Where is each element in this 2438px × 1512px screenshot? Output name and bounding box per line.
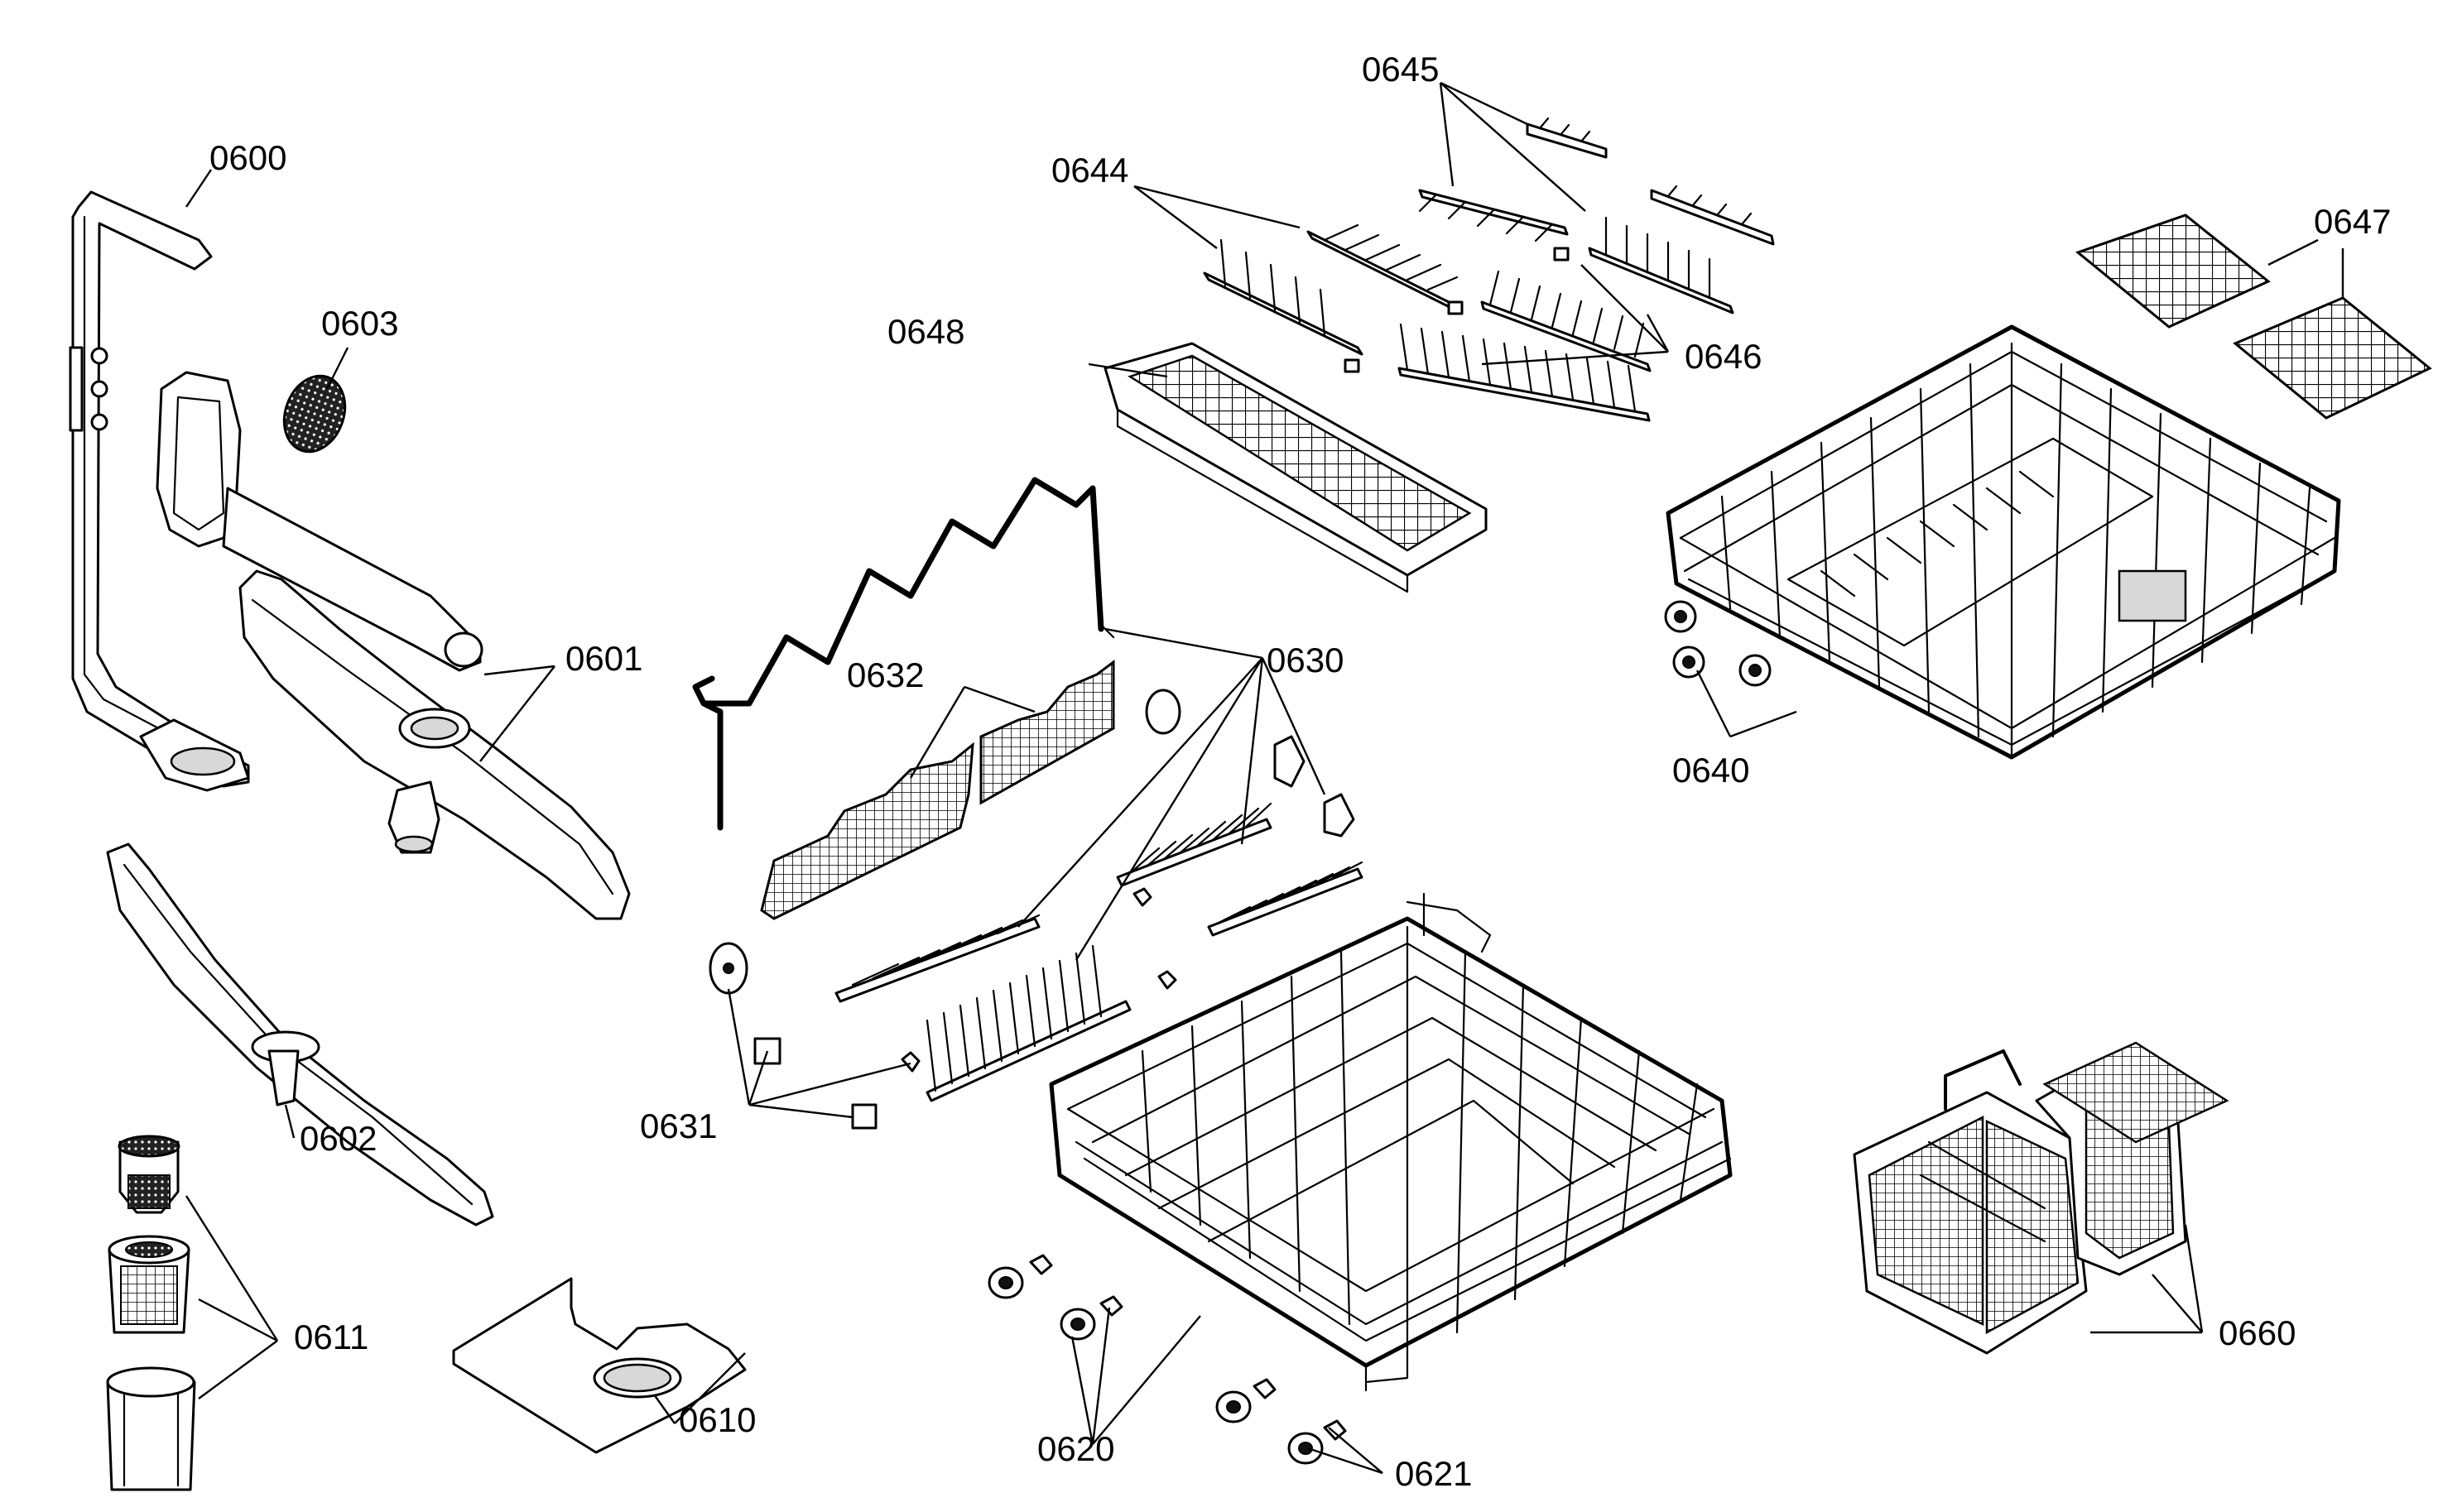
part-0611-filter-set — [106, 1135, 196, 1491]
part-0601-upper-spray-arm — [156, 371, 631, 920]
part-0602-lower-spray-arm — [106, 842, 494, 1226]
label-0647: 0647 — [2314, 202, 2391, 241]
label-0620: 0620 — [1037, 1429, 1114, 1468]
wheels-0620 — [988, 1254, 1347, 1465]
tine-row-d — [1207, 861, 1363, 937]
label-0646: 0646 — [1685, 337, 1762, 376]
label-0660: 0660 — [2219, 1313, 2296, 1352]
part-0603-spray-nozzle — [282, 374, 347, 454]
part-0630-rack-wire-and-tines — [692, 477, 1363, 1102]
leader-lines — [185, 81, 2344, 1475]
tine-row-b — [926, 944, 1132, 1102]
part-0620-lower-basket — [988, 892, 1733, 1465]
tine-row-a — [834, 914, 1041, 1003]
label-0610: 0610 — [679, 1400, 756, 1439]
label-0603: 0603 — [321, 304, 398, 343]
label-0644: 0644 — [1051, 151, 1128, 190]
part-0644-tine-rows — [1203, 223, 1463, 356]
part-0646-tine-rows-and-clips — [1344, 247, 1652, 422]
part-0632-cup-racks — [760, 660, 1115, 920]
part-0610-base-plate — [452, 1277, 747, 1454]
tine-row-c — [1116, 802, 1272, 887]
part-0631-clips — [709, 887, 1177, 1130]
label-0640: 0640 — [1672, 751, 1749, 790]
label-0601: 0601 — [565, 639, 642, 678]
part-0645-tine-rows — [1418, 117, 1775, 314]
label-0621: 0621 — [1395, 1454, 1472, 1493]
part-0648-cutlery-tray — [1104, 342, 1488, 593]
label-0602: 0602 — [300, 1119, 377, 1158]
label-0631: 0631 — [640, 1106, 717, 1145]
part-0600-supply-pipe — [69, 190, 250, 792]
part-0660-cutlery-basket — [1853, 1041, 2229, 1355]
label-0600: 0600 — [209, 138, 286, 177]
label-0645: 0645 — [1362, 50, 1439, 89]
part-labels: 0600 0603 0601 0602 0611 0610 0620 0621 … — [209, 50, 2391, 1493]
label-0648: 0648 — [887, 312, 964, 351]
label-0630: 0630 — [1267, 641, 1344, 679]
label-0611: 0611 — [294, 1318, 368, 1356]
part-0647-rack-inserts — [2075, 214, 2432, 420]
part-0640-upper-basket — [1664, 324, 2341, 760]
label-0632: 0632 — [847, 655, 924, 694]
